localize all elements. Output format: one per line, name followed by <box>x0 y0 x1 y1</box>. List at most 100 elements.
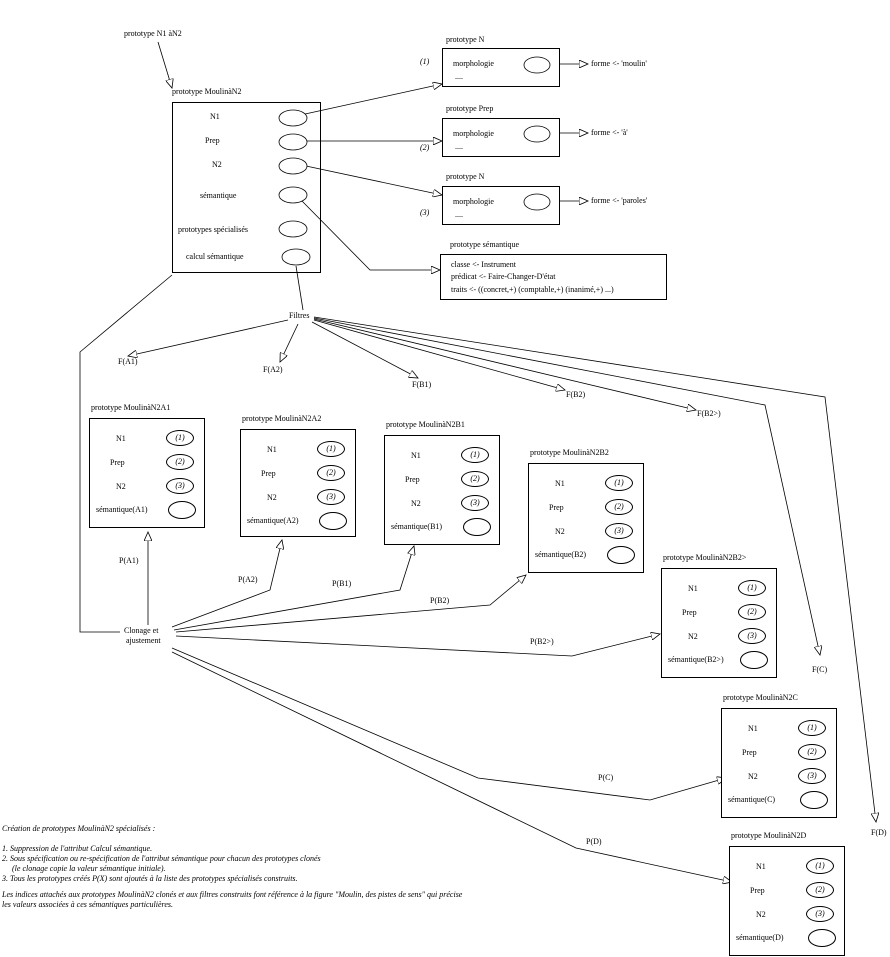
clone-index-slot: (2) <box>806 882 834 898</box>
arrow-filtre-c <box>313 317 820 655</box>
clone-index-slot: (1) <box>317 441 345 457</box>
clone-semantique-slot <box>808 929 836 947</box>
clone-semantique-label: sémantique(D) <box>736 933 784 942</box>
main-attr-n2: N2 <box>212 160 222 169</box>
arrow-filtre-a1 <box>128 319 289 356</box>
line-main-to-clonage <box>79 274 173 633</box>
filter-b2: F(B2) <box>566 390 586 399</box>
clone-attr-label: N2 <box>411 499 421 508</box>
main-n1-slot <box>278 109 308 127</box>
clone-semantique-label: sémantique(B2>) <box>668 655 724 664</box>
clone-title: prototype MoulinàN2A2 <box>242 414 322 423</box>
clone-semantique-slot <box>319 512 347 530</box>
arrow-n2-to-protoN2 <box>305 165 442 195</box>
clone-title: prototype MoulinàN2B2> <box>663 553 747 562</box>
clone-index-slot: (1) <box>166 430 194 446</box>
clone-semantique-label: sémantique(A1) <box>96 505 148 514</box>
protoPrep-title: prototype Prep <box>446 104 494 113</box>
protoPrep-slot <box>523 125 551 143</box>
clone-box: N1(1)Prep(2)N2(3)sémantique(A1) <box>89 418 205 528</box>
clone-attr-label: Prep <box>110 458 125 467</box>
arrow-top-to-main <box>157 41 172 88</box>
clone-index-slot: (1) <box>605 475 633 491</box>
clone-attr-label: N1 <box>748 724 758 733</box>
main-protos-slot <box>278 220 308 238</box>
protoN2-morph: morphologie <box>453 197 494 206</box>
main-prep-slot <box>278 133 308 151</box>
filter-a2: F(A2) <box>263 365 283 374</box>
main-attr-prep: Prep <box>205 136 220 145</box>
arrow-sem-to-semantic <box>301 200 440 270</box>
clone-attr-label: N1 <box>267 445 277 454</box>
clone-box: N1 (1) Prep (2) N2 (3) sémantique(D) <box>729 846 845 956</box>
clone-attr-label: Prep <box>405 475 420 484</box>
clone-index-slot: (1) <box>738 580 766 596</box>
semantic-line-1: classe <- Instrument <box>451 260 516 269</box>
clonage-line2: ajustement <box>126 636 161 645</box>
clone-title: prototype MoulinàN2B2 <box>530 448 609 457</box>
notes-line-3: (le clonage copie la valeur sémantique i… <box>12 864 166 873</box>
main-n2-slot <box>278 157 308 175</box>
clone-index-slot: (3) <box>166 478 194 494</box>
clone-attr-label: N2 <box>688 632 698 641</box>
clone-attr-label: Prep <box>750 886 765 895</box>
clone-attr-label: N2 <box>116 482 126 491</box>
clone-index-slot: (1) <box>806 858 834 874</box>
p-label-d: P(D) <box>586 837 602 846</box>
protoN2-box: morphologie .... <box>442 186 560 225</box>
clone-index-slot: (3) <box>806 906 834 922</box>
filter-c: F(C) <box>812 665 828 674</box>
clone-title: prototype MoulinàN2C <box>723 693 798 702</box>
arrow-p-a2 <box>171 540 282 628</box>
clone-index-slot: (3) <box>605 523 633 539</box>
notes-line-1: 1. Suppression de l'attribut Calcul séma… <box>2 844 153 853</box>
arrow-filtre-b2 <box>313 319 565 390</box>
filter-b1: F(B1) <box>412 380 432 389</box>
notes-block: Création de prototypes MoulinàN2 spécial… <box>2 824 562 910</box>
clone-semantique-slot <box>168 501 196 519</box>
clone-attr-label: N1 <box>756 862 766 871</box>
p-label-b1: P(B1) <box>332 579 352 588</box>
main-attr-semantique: sémantique <box>200 191 237 200</box>
clone-index-slot: (1) <box>798 720 826 736</box>
clone-attr-label: Prep <box>261 469 276 478</box>
clone-index-slot: (2) <box>317 465 345 481</box>
protoPrep-morph: morphologie <box>453 129 494 138</box>
clone-title: prototype MoulinàN2B1 <box>386 420 465 429</box>
clonage-line1: Clonage et <box>124 626 159 635</box>
clone-index-slot: (3) <box>317 489 345 505</box>
filter-a1: F(A1) <box>118 357 138 366</box>
protoN2-forme: forme <- 'paroles' <box>591 196 648 205</box>
clone-index-slot: (3) <box>738 628 766 644</box>
clone-attr-label: N2 <box>756 910 766 919</box>
arrow-p-b1 <box>173 546 414 631</box>
protoN2-title: prototype N <box>446 172 485 181</box>
line-calcul-to-filtres <box>295 265 304 311</box>
clone-attr-label: N1 <box>411 451 421 460</box>
arrow-p-b2 <box>175 575 526 633</box>
notes-line-4: 3. Tous les prototypes créés P(X) sont a… <box>2 874 298 883</box>
main-attr-calcul: calcul sémantique <box>186 252 244 261</box>
clone-semantique-slot <box>740 651 768 669</box>
filter-d: F(D) <box>871 828 887 837</box>
protoN2-slot <box>523 193 551 211</box>
protoPrep-dots: .... <box>455 142 463 151</box>
protoPrep-forme: forme <- 'à' <box>591 128 628 137</box>
semantic-box: classe <- Instrument prédicat <- Faire-C… <box>440 254 667 300</box>
clone-index-slot: (2) <box>798 744 826 760</box>
clone-title: prototype MoulinàN2A1 <box>91 403 171 412</box>
semantic-line-3: traits <- ((concret,+) (comptable,+) (in… <box>451 285 614 294</box>
clone-index-slot: (2) <box>605 499 633 515</box>
clone-semantique-label: sémantique(B2) <box>535 550 587 559</box>
p-label-b2gt: P(B2>) <box>530 637 554 646</box>
filtres-label: Filtres <box>289 311 310 320</box>
protoPrep-box: morphologie .... <box>442 118 560 157</box>
clone-attr-label: Prep <box>682 608 697 617</box>
notes-line-2: 2. Sous spécification ou re-spécificatio… <box>2 854 321 863</box>
main-attr-prototypes: prototypes spécialisés <box>178 225 248 234</box>
p-label-a1: P(A1) <box>119 556 139 565</box>
arrow-p-b2gt <box>175 634 660 657</box>
arrow-filtre-b1 <box>311 321 418 378</box>
clone-semantique-label: sémantique(C) <box>728 795 776 804</box>
